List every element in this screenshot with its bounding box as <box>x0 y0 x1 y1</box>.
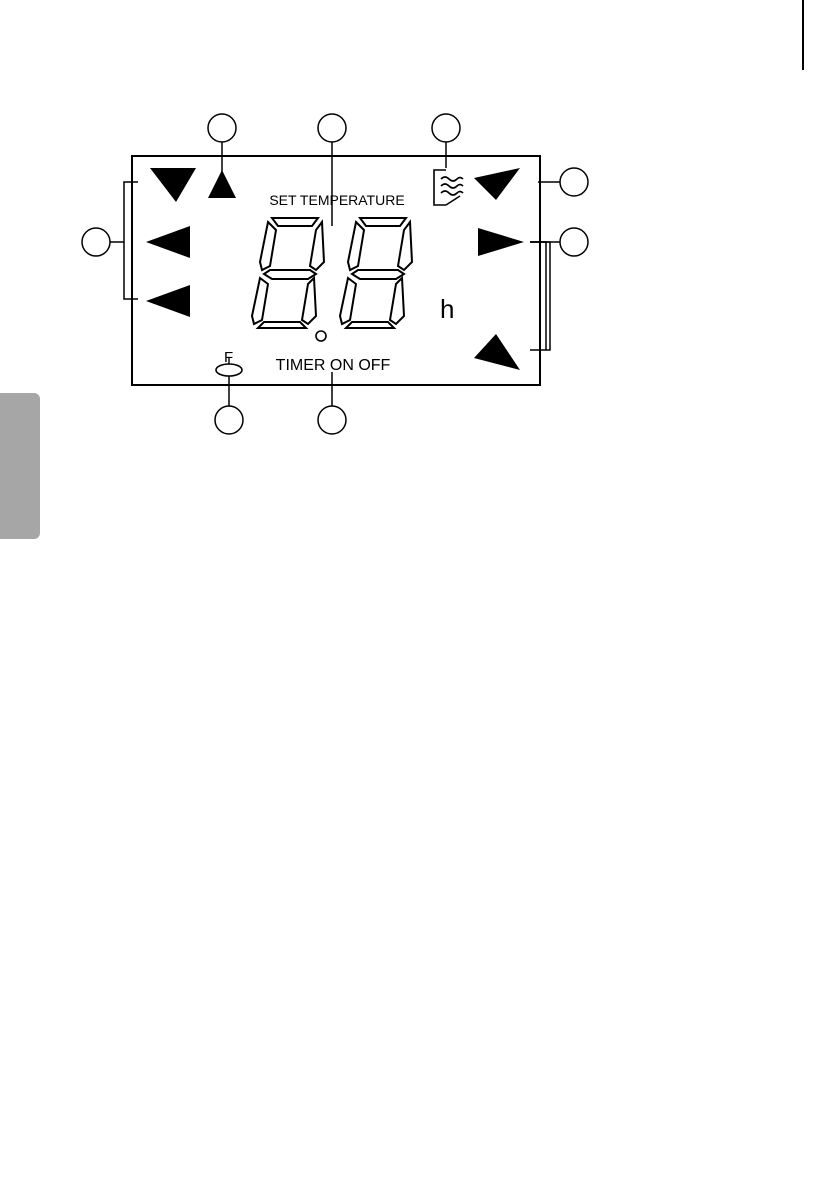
digit-2 <box>340 218 412 328</box>
callout-circle-top-right <box>432 114 460 142</box>
callout-circle-right-upper <box>560 168 588 196</box>
hours-unit-label: h <box>440 294 454 324</box>
triangle-down-icon <box>474 168 520 200</box>
filter-letter: F <box>224 349 233 366</box>
callout-circle-top-left <box>208 114 236 142</box>
triangle-left-icon <box>146 226 190 258</box>
callout-circle-bottom-center <box>318 406 346 434</box>
callout-circle-top-center <box>318 114 346 142</box>
set-temperature-label: SET TEMPERATURE <box>269 192 404 208</box>
triangle-left-icon <box>146 285 190 317</box>
lcd-frame <box>132 156 540 385</box>
triangle-up-icon <box>474 334 520 370</box>
seven-segment-digits <box>252 218 412 328</box>
timer-label: TIMER ON OFF <box>276 357 391 374</box>
callout-circle-left <box>82 228 110 256</box>
digit-1 <box>252 218 324 328</box>
triangle-right-icon <box>478 228 524 256</box>
callout-circle-bottom-left <box>215 406 243 434</box>
triangle-up-icon <box>208 170 236 198</box>
heat-waves-icon <box>434 170 463 205</box>
triangle-down-icon <box>150 168 196 202</box>
decimal-point <box>316 331 326 341</box>
callout-circle-right-lower <box>560 228 588 256</box>
